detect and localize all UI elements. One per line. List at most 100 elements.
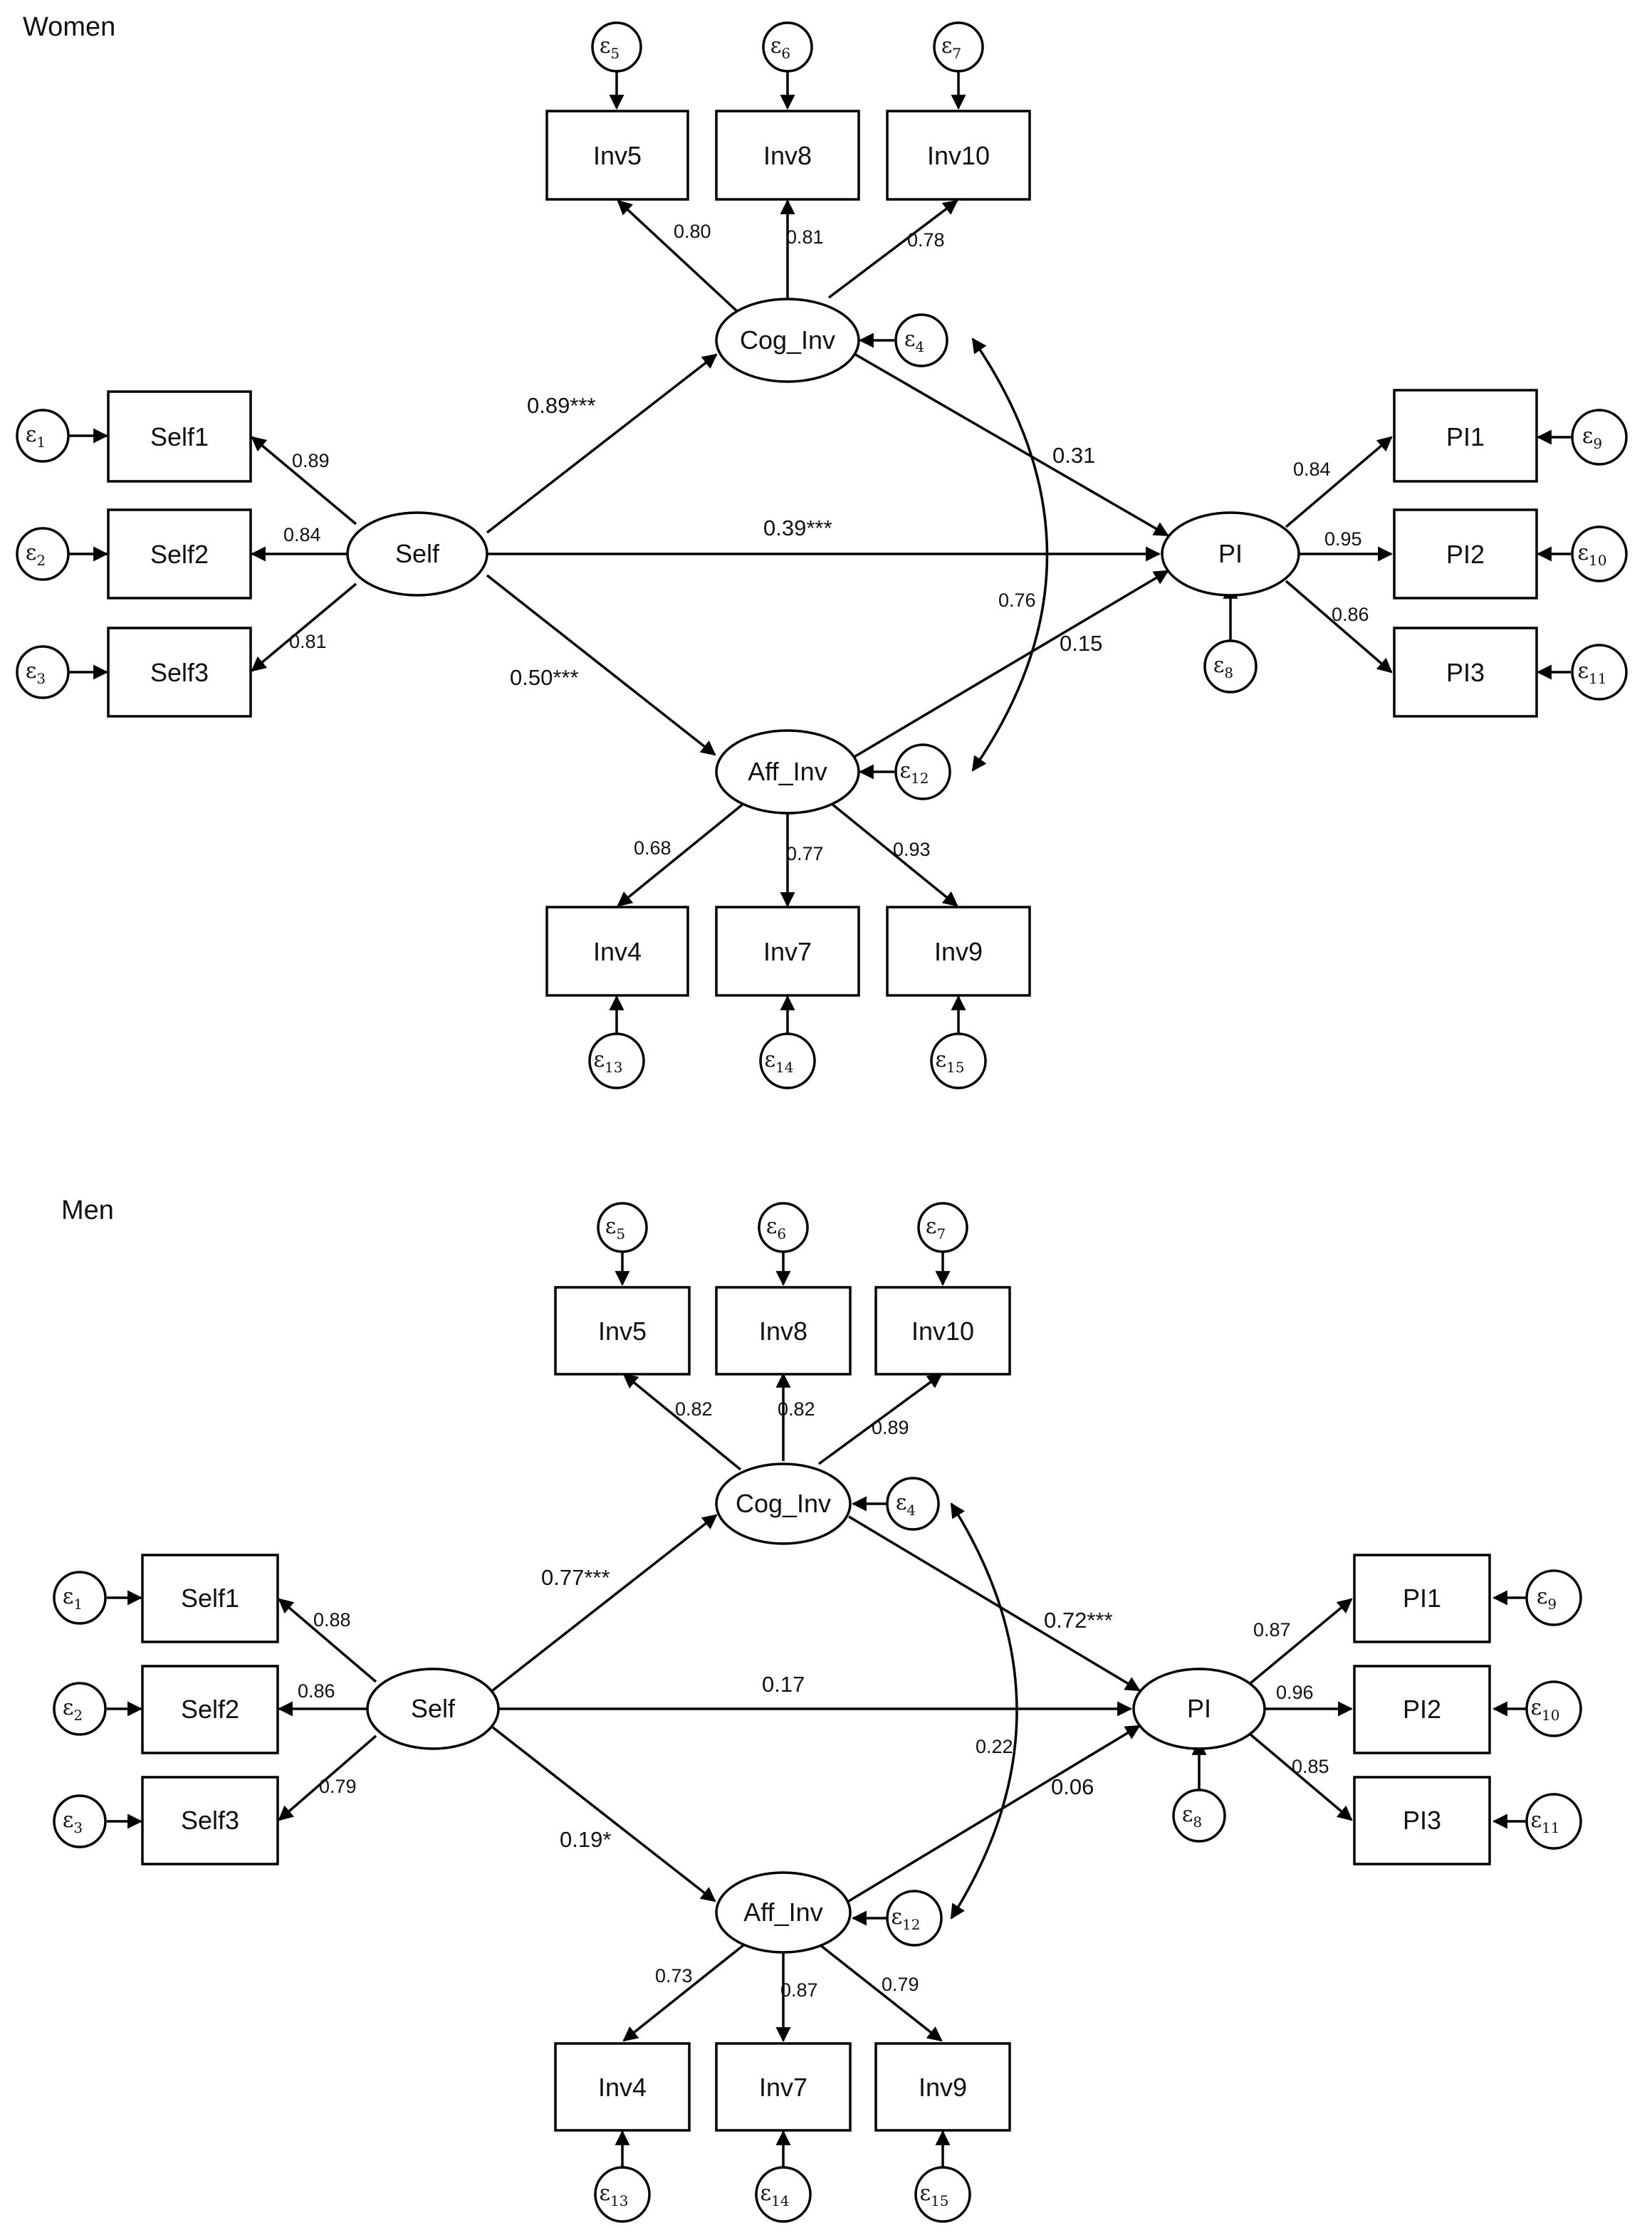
error-e13-sub: 13 [610,2192,628,2209]
edge-pi-pi1 [1249,1598,1353,1685]
box-inv10 [886,110,1031,201]
box-inv9 [886,906,1031,997]
error-e3 [53,1794,107,1848]
error-e15-label: ε15 [920,2181,949,2209]
error-e2-sub: 2 [73,1707,83,1724]
error-e11-sub: 11 [1589,670,1606,687]
observed-nodes-men: Inv5 Inv8 Inv10 Self1 Self2 Self3 PI1 PI… [141,1286,1491,2132]
coef-self-self2: 0.86 [298,1680,335,1702]
error-e7-label: ε7 [941,33,961,62]
label-pi3: PI3 [1446,658,1485,687]
box-inv8 [715,1286,852,1376]
error-e1-sub: 1 [36,434,46,451]
error-e9 [1571,409,1628,466]
label-inv5: Inv5 [593,141,642,170]
label-pi: PI [1218,539,1243,568]
error-e15-sub: 15 [931,2192,948,2209]
error-e8-sub: 8 [1193,1813,1202,1831]
error-e6-sub: 6 [777,1225,786,1242]
error-e14 [759,1032,816,1089]
coef-self-aff: 0.50*** [510,665,579,690]
error-e14 [755,2166,812,2223]
label-inv4: Inv4 [598,2073,647,2102]
label-inv4: Inv4 [593,937,642,966]
coef-self-self1: 0.88 [313,1609,351,1631]
edge-self-cog [486,353,718,534]
error-e9-sub: 9 [1593,435,1602,452]
label-self: Self [411,1694,456,1723]
error-e15 [930,1032,987,1089]
edge-self-cog [491,1514,718,1692]
coef-self-self1: 0.89 [292,450,330,471]
panel-title-women: Women [23,12,115,42]
coef-cog-inv10: 0.89 [872,1417,909,1438]
label-pi1: PI1 [1446,422,1485,451]
error-e12 [894,743,951,800]
error-e4-sub: 4 [906,1502,916,1519]
error-e6-label: ε6 [770,33,790,62]
coef-cog-pi: 0.72*** [1044,1608,1113,1633]
box-inv10 [874,1286,1011,1376]
coef-self-pi: 0.17 [762,1672,805,1697]
box-self1 [107,390,252,483]
coefficients-men: 0.82 0.82 0.89 0.88 0.86 0.79 0.87 0.96 … [298,1398,1329,2001]
box-pi2 [1393,508,1538,600]
coef-pi-pi2: 0.95 [1324,528,1362,550]
error-e4 [894,313,948,367]
error-e11-sub: 11 [1542,1819,1559,1836]
edge-cog-inv10 [817,1373,943,1465]
error-e2 [16,527,70,581]
edge-aff-inv9 [819,1944,943,2042]
error-e10 [1571,525,1628,582]
edge-aff-pi [852,570,1169,759]
edge-pi-pi3 [1249,1733,1353,1821]
box-self1 [141,1554,279,1643]
label-cog-inv: Cog_Inv [736,1489,831,1518]
edges-women [68,70,1571,1034]
ellipse-cog-inv [715,1462,852,1545]
coef-aff-inv9: 0.79 [882,1974,919,1995]
error-e12-sub: 12 [911,770,929,787]
error-e13-sub: 13 [605,1059,622,1076]
error-e6 [758,1202,809,1253]
error-e3-sub: 3 [36,670,46,687]
error-e1-sub: 1 [73,1596,83,1613]
box-pi1 [1393,389,1538,483]
error-e6 [762,21,813,73]
edge-self-aff [491,1726,716,1902]
coef-aff-inv4: 0.68 [634,837,671,859]
label-self: Self [395,539,440,568]
edge-cog-inv10 [827,199,958,299]
label-inv9: Inv9 [934,937,983,966]
panel-men: Men [53,1195,1582,2223]
label-cog-inv: Cog_Inv [740,325,835,355]
error-e15-sub: 15 [946,1059,964,1076]
edge-cog-pi [852,352,1169,537]
edge-self-self1 [251,436,357,525]
box-inv8 [715,110,860,201]
coef-cog-inv8: 0.81 [786,226,824,248]
box-self2 [107,508,252,600]
box-inv7 [715,906,860,997]
coef-pi-pi2: 0.96 [1276,1682,1314,1703]
error-e12 [886,1890,943,1947]
edge-self-self3 [278,1734,377,1821]
box-inv7 [715,2042,852,2132]
error-e8-label: ε8 [1213,653,1233,681]
label-pi2: PI2 [1403,1695,1441,1724]
box-pi2 [1353,1665,1491,1754]
label-inv8: Inv8 [759,1317,807,1346]
label-self2: Self2 [181,1695,239,1724]
edge-cog-pi [848,1515,1141,1692]
label-inv7: Inv7 [763,937,812,966]
error-e2 [53,1682,107,1736]
coef-self-cog: 0.77*** [541,1565,610,1590]
coef-pi-pi1: 0.84 [1293,459,1331,480]
error-e2-sub: 2 [36,552,46,569]
edge-pi-pi3 [1285,580,1393,674]
box-pi1 [1353,1554,1491,1643]
ellipse-pi [1132,1668,1266,1750]
box-self3 [107,627,252,718]
panel-title-men: Men [61,1195,114,1225]
